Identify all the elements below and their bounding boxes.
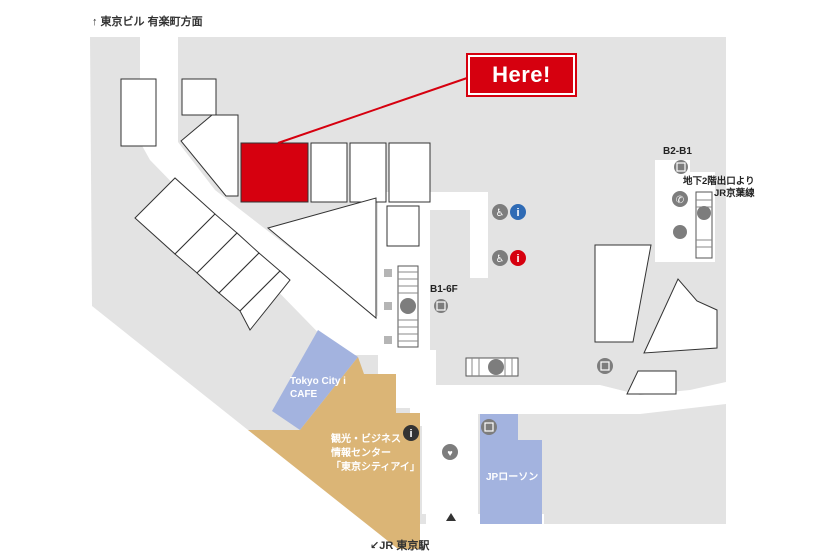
aed-icon bbox=[442, 444, 458, 460]
elevator-icon-right bbox=[674, 160, 688, 174]
escalator-icon bbox=[400, 298, 416, 314]
shops-diagonal-row bbox=[134, 177, 291, 331]
shop-block bbox=[310, 142, 348, 203]
elevator-icon bbox=[434, 299, 448, 313]
walkways bbox=[140, 37, 726, 524]
svg-text:♿: ♿ bbox=[496, 208, 505, 219]
escalator-small-right bbox=[673, 225, 687, 239]
svg-text:♥: ♥ bbox=[447, 448, 452, 458]
shops-top-left bbox=[120, 78, 431, 320]
phone-icon bbox=[672, 191, 688, 207]
shop-block bbox=[386, 205, 420, 247]
south-direction-label: ↙JR 東京駅 bbox=[370, 540, 430, 552]
shops-right bbox=[594, 244, 718, 395]
shop-block bbox=[120, 78, 157, 147]
here-label: Here! bbox=[470, 57, 573, 93]
escalator-icon bbox=[488, 359, 504, 375]
info-center-line1: 観光・ビジネス bbox=[331, 434, 401, 445]
restroom-lower: ♿ i bbox=[492, 250, 526, 266]
shop-block bbox=[180, 114, 239, 197]
escalator-center bbox=[397, 265, 419, 348]
escalator-icon bbox=[697, 206, 711, 220]
here-marker-border bbox=[466, 53, 577, 97]
jp-lawson-area bbox=[480, 414, 542, 524]
info-center-line2: 情報センター bbox=[331, 448, 391, 459]
svg-text:i: i bbox=[516, 253, 519, 265]
highlighted-shop bbox=[240, 142, 309, 203]
svg-text:✆: ✆ bbox=[676, 195, 684, 206]
underground-exit-line2: JR京葉線 bbox=[713, 188, 755, 199]
male-restroom-icon bbox=[510, 204, 526, 220]
svg-text:i: i bbox=[409, 428, 412, 440]
info-icon-group: i bbox=[403, 425, 419, 441]
underground-exit-label: 地下2階出口より JR京葉線 bbox=[683, 176, 755, 200]
shop-block bbox=[181, 78, 217, 116]
atm-icon-group bbox=[597, 358, 613, 374]
tokyo-city-cafe-label: Tokyo City i CAFE bbox=[290, 375, 346, 401]
female-restroom-icon bbox=[510, 250, 526, 266]
shop-block bbox=[349, 142, 387, 203]
tokyo-city-cafe-line1: Tokyo City i bbox=[290, 376, 346, 387]
elevator-icon-center bbox=[434, 299, 448, 313]
info-center-line3: 「東京シティアイ」 bbox=[331, 462, 420, 473]
info-center-label: 観光・ビジネス 情報センター 「東京シティアイ」 bbox=[331, 433, 420, 475]
escalator-right bbox=[695, 191, 713, 259]
elevator-icon bbox=[674, 160, 688, 174]
here-pointer-line bbox=[277, 76, 471, 144]
shop-block bbox=[388, 142, 431, 203]
coin-locker-icon-group bbox=[481, 419, 497, 435]
underground-exit-line1: 地下2階出口より bbox=[683, 176, 755, 187]
here-marker: Here! bbox=[466, 53, 577, 97]
jp-lawson-label: JPローソン bbox=[486, 472, 539, 483]
tokyo-city-cafe-area bbox=[272, 330, 358, 430]
info-icon bbox=[403, 425, 419, 441]
wheelchair-icon bbox=[492, 204, 508, 220]
floor-b2-b1-label: B2-B1 bbox=[663, 146, 692, 157]
phone-icon-group: ✆ bbox=[672, 191, 688, 207]
shop-block bbox=[266, 197, 377, 320]
info-center-area bbox=[248, 357, 420, 549]
svg-text:♿: ♿ bbox=[496, 254, 505, 265]
escalator-icon bbox=[673, 225, 687, 239]
floor-b1-6f-label: B1-6F bbox=[430, 284, 458, 295]
aed-icon-group: ♥ bbox=[442, 444, 458, 460]
up-arrow-icon bbox=[446, 513, 456, 521]
atm-icon bbox=[597, 358, 613, 374]
svg-text:i: i bbox=[516, 207, 519, 219]
north-direction-label: ↑ 東京ビル 有楽町方面 bbox=[92, 16, 203, 28]
wheelchair-icon bbox=[492, 250, 508, 266]
coin-locker-icon bbox=[481, 419, 497, 435]
tokyo-city-cafe-line2: CAFE bbox=[290, 389, 318, 400]
pillars bbox=[384, 269, 392, 344]
restroom-upper: ♿ i bbox=[492, 204, 526, 220]
escalator-lower bbox=[465, 357, 519, 377]
